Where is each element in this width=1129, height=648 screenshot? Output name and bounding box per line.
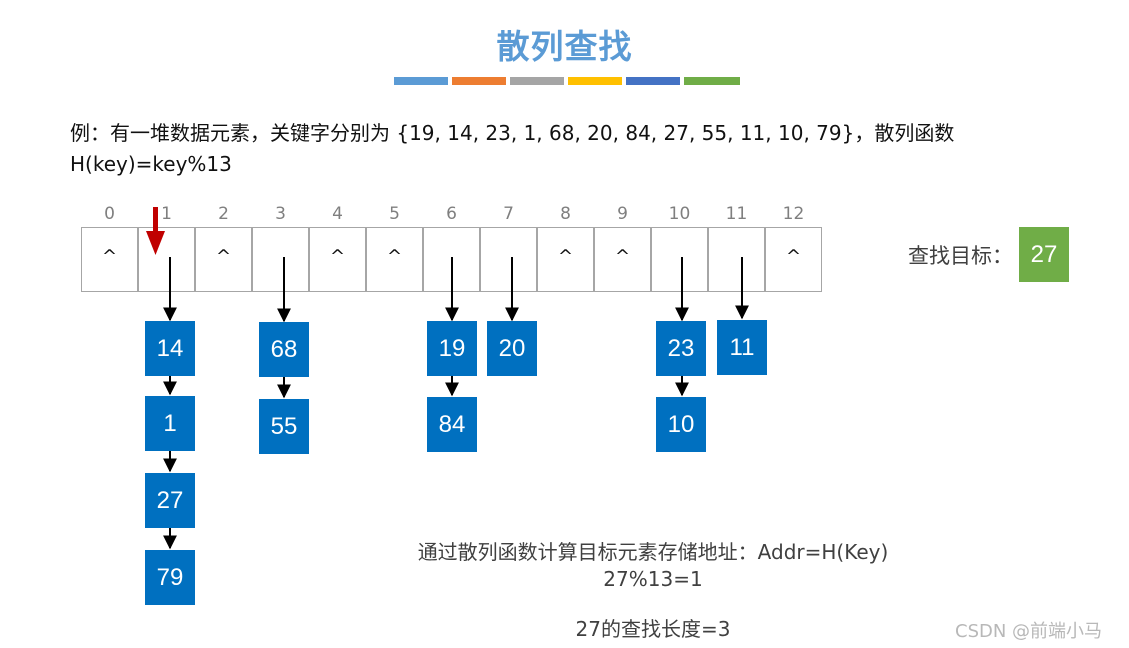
title-underline-orange <box>452 77 506 85</box>
title-underline-gray <box>510 77 564 85</box>
search-length: 27的查找长度=3 <box>575 617 731 641</box>
hash-slot-12: ^ <box>765 227 822 292</box>
page-title: 散列查找 <box>496 27 633 66</box>
chain-node: 19 <box>427 321 477 376</box>
slot-index-10: 10 <box>668 204 691 224</box>
null-pointer-symbol: ^ <box>557 246 574 267</box>
chain-node: 23 <box>656 321 706 376</box>
hash-slot-9: ^ <box>594 227 651 292</box>
chain-node: 84 <box>427 397 477 452</box>
hash-slot-3 <box>252 227 309 292</box>
hash-slot-1 <box>138 227 195 292</box>
slot-index-6: 6 <box>446 204 457 224</box>
hash-slot-2: ^ <box>195 227 252 292</box>
slot-index-12: 12 <box>782 204 805 224</box>
null-pointer-symbol: ^ <box>785 246 802 267</box>
example-description: 例：有一堆数据元素，关键字分别为 {19, 14, 23, 1, 68, 20,… <box>70 118 1070 180</box>
null-pointer-symbol: ^ <box>215 246 232 267</box>
null-pointer-symbol: ^ <box>386 246 403 267</box>
csdn-watermark: CSDN @前端小马 <box>955 621 1103 642</box>
address-calculation: 27%13=1 <box>603 567 703 591</box>
example-line-2: H(key)=key%13 <box>70 152 232 176</box>
null-pointer-symbol: ^ <box>614 246 631 267</box>
chain-node: 27 <box>145 473 195 528</box>
chain-node: 20 <box>487 321 537 376</box>
title-underline-darkblue <box>626 77 680 85</box>
null-pointer-symbol: ^ <box>329 246 346 267</box>
example-line-1: 例：有一堆数据元素，关键字分别为 {19, 14, 23, 1, 68, 20,… <box>70 121 955 145</box>
hash-slot-0: ^ <box>81 227 138 292</box>
chain-node: 68 <box>259 322 309 377</box>
slot-index-3: 3 <box>275 204 286 224</box>
slot-index-7: 7 <box>503 204 514 224</box>
slot-index-8: 8 <box>560 204 571 224</box>
search-target-value: 27 <box>1019 227 1069 282</box>
slot-index-0: 0 <box>104 204 115 224</box>
search-position-arrow <box>146 207 165 255</box>
chain-node: 55 <box>259 399 309 454</box>
search-target-label: 查找目标： <box>908 244 1013 268</box>
hash-slot-8: ^ <box>537 227 594 292</box>
title-underline-green <box>684 77 740 85</box>
hash-slot-7 <box>480 227 537 292</box>
slot-index-9: 9 <box>617 204 628 224</box>
hash-slot-5: ^ <box>366 227 423 292</box>
slot-index-5: 5 <box>389 204 400 224</box>
chain-node: 11 <box>717 320 767 375</box>
hash-slot-4: ^ <box>309 227 366 292</box>
null-pointer-symbol: ^ <box>101 246 118 267</box>
chain-node: 1 <box>145 396 195 451</box>
slot-index-11: 11 <box>725 204 748 224</box>
slot-index-2: 2 <box>218 204 229 224</box>
hash-slot-10 <box>651 227 708 292</box>
slot-index-1: 1 <box>161 204 172 224</box>
title-underline-blue <box>394 77 448 85</box>
title-underline-yellow <box>568 77 622 85</box>
chain-node: 79 <box>145 550 195 605</box>
slot-index-4: 4 <box>332 204 343 224</box>
address-formula: 通过散列函数计算目标元素存储地址：Addr=H(Key) <box>417 540 889 564</box>
chain-node: 10 <box>656 397 706 452</box>
chain-node: 14 <box>145 321 195 376</box>
hash-slot-11 <box>708 227 765 292</box>
